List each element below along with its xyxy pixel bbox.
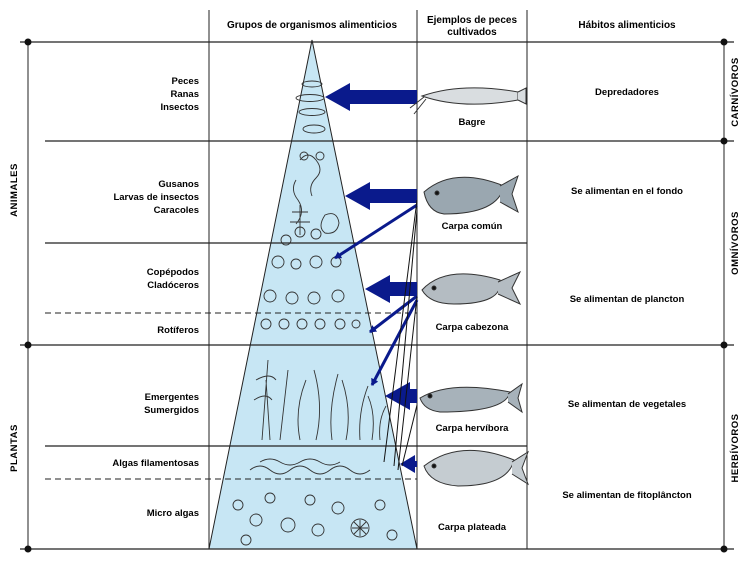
silver-carp-icon: [423, 449, 529, 487]
axis-dots: [24, 38, 728, 553]
emergent-plant-icon: [253, 359, 289, 441]
fish-name: Bagre: [459, 117, 486, 128]
snail-icon: [320, 213, 340, 234]
catfish-icon: [409, 87, 527, 115]
submerged-plant-icon: [297, 369, 369, 441]
dashed-lines: [45, 312, 417, 480]
fish-name: Carpa hervíbora: [436, 423, 510, 434]
fish-name: Carpa cabezona: [436, 322, 510, 333]
food-group-label: Gusanos: [158, 179, 199, 190]
food-group-label: Larvas de insectos: [113, 192, 199, 203]
arrow-carnivore: [325, 83, 417, 111]
small-fish-icon: [298, 108, 326, 116]
food-group-label: Copépodos: [147, 267, 199, 278]
row-lines: [20, 41, 734, 550]
food-group-label: Cladóceros: [147, 280, 199, 291]
feeding-habit: Depredadores: [595, 87, 659, 98]
food-group-label: Rotíferos: [157, 325, 199, 336]
food-group-label: Emergentes: [145, 392, 199, 403]
header-examples-line2: cultivados: [447, 27, 497, 38]
bighead-carp-icon: [421, 270, 522, 306]
small-fish-icon: [302, 124, 326, 134]
grass-carp-icon: [419, 382, 523, 414]
header-habits: Hábitos alimenticios: [578, 20, 676, 31]
food-group-label: Insectos: [160, 102, 199, 113]
fish-name: Carpa plateada: [438, 522, 507, 533]
feeding-habit: Se alimentan de vegetales: [568, 399, 686, 410]
feeding-habit: Se alimentan de fitoplâncton: [562, 490, 692, 501]
feeding-habit: Se alimentan en el fondo: [571, 186, 683, 197]
food-group-label: Algas filamentosas: [112, 458, 199, 469]
food-group-label: Micro algas: [147, 508, 199, 519]
category-omnivores: OMNÍVOROS: [730, 211, 741, 275]
larva-icon: [290, 205, 310, 235]
header-examples-line1: Ejemplos de peces: [427, 15, 517, 26]
arrow-omnivore-bottom: [345, 182, 417, 210]
food-group-label: Peces: [172, 76, 199, 87]
category-herbivores: HERBÍVOROS: [730, 414, 741, 483]
fish-name: Carpa común: [442, 221, 503, 232]
small-fish-icon: [295, 94, 325, 102]
organism-sketches: [232, 80, 398, 546]
feeding-arrows: [325, 83, 417, 473]
arrow-plankton: [365, 275, 417, 303]
food-group-label: Sumergidos: [144, 405, 199, 416]
black-feeding-lines: [383, 199, 418, 471]
common-carp-icon: [423, 174, 519, 215]
food-group-label: Ranas: [170, 89, 199, 100]
diatom-icon: [352, 520, 368, 536]
food-group-label: Caracoles: [154, 205, 199, 216]
small-fish-icon: [301, 80, 323, 88]
filamentous-algae-icon: [249, 465, 371, 475]
arrow-vegetables: [385, 382, 417, 410]
category-plants: PLANTAS: [9, 424, 20, 472]
feeding-habit: Se alimentan de plancton: [570, 294, 685, 305]
category-carnivores: CARNÍVOROS: [730, 57, 741, 126]
header-groups: Grupos de organismos alimenticios: [227, 20, 397, 31]
category-animals: ANIMALES: [9, 163, 20, 217]
fish-sketches: [409, 87, 529, 487]
arrow-phytoplankton: [400, 455, 417, 473]
